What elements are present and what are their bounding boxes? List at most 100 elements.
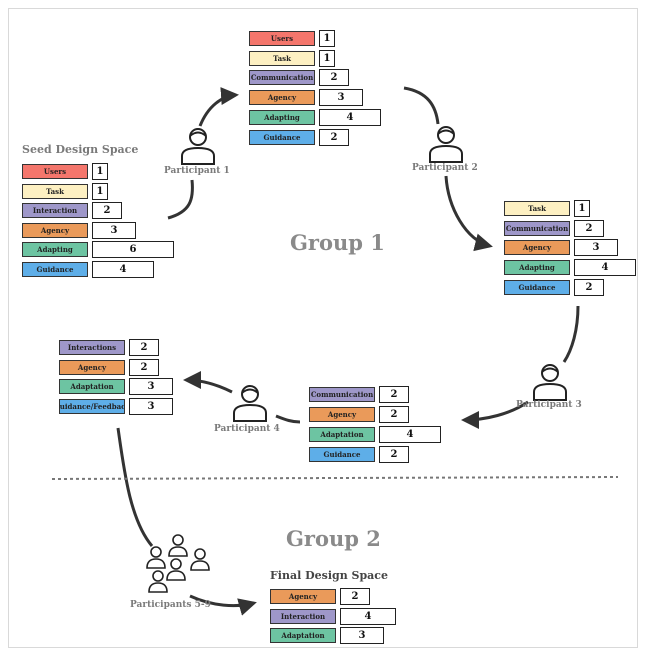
arrow-space1-to-p2 xyxy=(403,86,440,125)
p3-label-adaptation: Adaptation xyxy=(309,427,375,442)
arrow-group2-to-final xyxy=(189,594,257,616)
p2-label-task: Task xyxy=(504,201,570,216)
p1-label-agency: Agency xyxy=(249,90,315,105)
p2-label-guidance: Guidance xyxy=(504,280,570,295)
p2-row-agency: Agency 3 xyxy=(504,239,618,256)
p2-label-adapting: Adapting xyxy=(504,260,570,275)
participant-3-label: Participant 3 xyxy=(516,400,582,410)
p1-value-adapting: 4 xyxy=(319,109,381,126)
person-icon xyxy=(181,128,215,165)
person-icon xyxy=(533,364,567,401)
participant-1-label: Participant 1 xyxy=(164,166,230,176)
p1-value-task: 1 xyxy=(319,50,335,67)
seed-value-task: 1 xyxy=(92,183,108,200)
p3-row-agency: Agency 2 xyxy=(309,406,409,423)
group-people-icon xyxy=(146,534,210,593)
final-value-agency: 2 xyxy=(340,588,370,605)
seed-value-adapting: 6 xyxy=(92,241,174,258)
final-title: Final Design Space xyxy=(270,569,389,582)
p2-row-guidance: Guidance 2 xyxy=(504,279,604,296)
p4-value-guidance-feedback: 3 xyxy=(129,398,173,415)
p2-label-communication: Communication xyxy=(504,221,570,236)
person-icon xyxy=(233,385,267,422)
p2-value-adapting: 4 xyxy=(574,259,636,276)
p4-value-adaptation: 3 xyxy=(129,378,173,395)
p2-value-communication: 2 xyxy=(574,220,604,237)
p3-value-communication: 2 xyxy=(379,386,409,403)
seed-label-task: Task xyxy=(22,184,88,199)
p4-row-agency: Agency 2 xyxy=(59,359,159,376)
p1-label-adapting: Adapting xyxy=(249,110,315,125)
final-row-interaction: Interaction 4 xyxy=(270,608,396,625)
seed-row-guidance: Guidance 4 xyxy=(22,261,154,278)
seed-label-users: Users xyxy=(22,164,88,179)
p1-row-adapting: Adapting 4 xyxy=(249,109,381,126)
p3-value-agency: 2 xyxy=(379,406,409,423)
p1-label-task: Task xyxy=(249,51,315,66)
final-value-interaction: 4 xyxy=(340,608,396,625)
final-row-agency: Agency 2 xyxy=(270,588,370,605)
p2-value-task: 1 xyxy=(574,200,590,217)
arrow-space4-to-group2 xyxy=(116,427,154,547)
arrow-p2-to-space2 xyxy=(444,175,493,252)
seed-value-guidance: 4 xyxy=(92,261,154,278)
final-label-agency: Agency xyxy=(270,589,336,604)
participant-2-label: Participant 2 xyxy=(412,163,478,173)
p4-row-guidance-feedback: Guidance/Feedback 3 xyxy=(59,398,173,415)
seed-label-adapting: Adapting xyxy=(22,242,88,257)
seed-row-agency: Agency 3 xyxy=(22,222,136,239)
p3-label-guidance: Guidance xyxy=(309,447,375,462)
p1-label-guidance: Guidance xyxy=(249,130,315,145)
p4-value-interactions: 2 xyxy=(129,339,159,356)
p1-value-guidance: 2 xyxy=(319,129,349,146)
person-icon xyxy=(429,126,463,163)
p2-row-task: Task 1 xyxy=(504,200,590,217)
arrow-space2-to-p3 xyxy=(562,305,580,363)
seed-row-interaction: Interaction 2 xyxy=(22,202,122,219)
p3-label-agency: Agency xyxy=(309,407,375,422)
participants-5-9-label: Participants 5-9 xyxy=(130,600,211,610)
seed-row-adapting: Adapting 6 xyxy=(22,241,174,258)
p3-value-adaptation: 4 xyxy=(379,426,441,443)
arrow-space3-to-p4 xyxy=(275,414,301,424)
p2-row-adapting: Adapting 4 xyxy=(504,259,636,276)
p3-row-communication: Communication 2 xyxy=(309,386,409,403)
p1-label-communication: Communication xyxy=(249,70,315,85)
p4-row-interactions: Interactions 2 xyxy=(59,339,159,356)
p4-label-guidance-feedback: Guidance/Feedback xyxy=(59,399,125,414)
p1-value-communication: 2 xyxy=(319,69,349,86)
final-label-interaction: Interaction xyxy=(270,609,336,624)
seed-label-interaction: Interaction xyxy=(22,203,88,218)
seed-row-users: Users 1 xyxy=(22,163,108,180)
p2-row-communication: Communication 2 xyxy=(504,220,604,237)
p3-label-communication: Communication xyxy=(309,387,375,402)
participant-4-label: Participant 4 xyxy=(214,424,280,434)
p4-label-adaptation: Adaptation xyxy=(59,379,125,394)
p3-row-guidance: Guidance 2 xyxy=(309,446,409,463)
p4-value-agency: 2 xyxy=(129,359,159,376)
final-row-adaptation: Adaptation 3 xyxy=(270,627,384,644)
group-divider xyxy=(51,476,619,480)
seed-row-task: Task 1 xyxy=(22,183,108,200)
p1-row-guidance: Guidance 2 xyxy=(249,129,349,146)
seed-value-interaction: 2 xyxy=(92,202,122,219)
final-label-adaptation: Adaptation xyxy=(270,628,336,643)
p1-row-communication: Communication 2 xyxy=(249,69,349,86)
p2-label-agency: Agency xyxy=(504,240,570,255)
p1-row-users: Users 1 xyxy=(249,30,335,47)
seed-label-guidance: Guidance xyxy=(22,262,88,277)
arrow-p3-to-space3 xyxy=(461,400,529,429)
p3-value-guidance: 2 xyxy=(379,446,409,463)
p2-value-agency: 3 xyxy=(574,239,618,256)
arrow-p4-to-space4 xyxy=(183,371,233,394)
p1-row-agency: Agency 3 xyxy=(249,89,363,106)
arrow-seed-to-p1 xyxy=(167,179,194,220)
seed-title: Seed Design Space xyxy=(22,143,139,156)
seed-value-users: 1 xyxy=(92,163,108,180)
seed-label-agency: Agency xyxy=(22,223,88,238)
group2-title: Group 2 xyxy=(286,526,381,551)
p3-row-adaptation: Adaptation 4 xyxy=(309,426,441,443)
p1-value-users: 1 xyxy=(319,30,335,47)
seed-value-agency: 3 xyxy=(92,222,136,239)
